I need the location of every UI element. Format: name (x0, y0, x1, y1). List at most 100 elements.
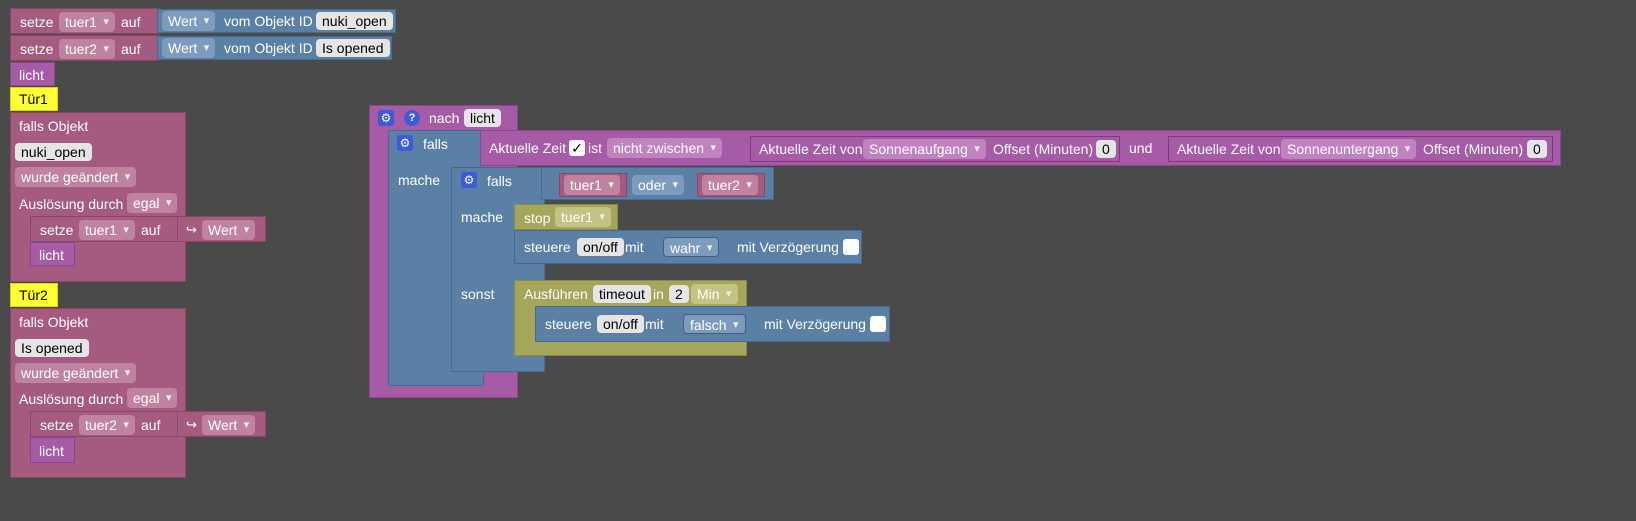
object-id-field[interactable]: on/off (577, 238, 624, 256)
set-tuer1-inner-block[interactable]: setze tuer1 auf (30, 216, 180, 242)
logic-operator-dropdown[interactable]: oder (632, 175, 685, 195)
boolean-value-dropdown[interactable]: wahr (663, 237, 720, 258)
offset-field[interactable]: 0 (1527, 140, 1547, 158)
astro-time-block-end[interactable]: Aktuelle Zeit von Sonnenuntergang Offset… (1168, 136, 1553, 162)
comment-text: Tür2 (19, 287, 48, 303)
return-arrow-icon: ↪ (186, 417, 197, 432)
time-unit-dropdown[interactable]: Min (691, 284, 738, 304)
delay-checkbox[interactable] (843, 239, 859, 255)
call-licht-block[interactable]: licht (30, 242, 75, 266)
variable-dropdown[interactable]: tuer1 (79, 220, 135, 240)
gear-icon[interactable]: ⚙ (378, 110, 394, 126)
setze-label: setze (20, 41, 54, 57)
stop-timeout-block[interactable]: stop tuer1 (514, 204, 618, 230)
trigger-source-dropdown[interactable]: egal (127, 193, 178, 213)
offset-label: Offset (Minuten) (1423, 141, 1524, 157)
attribute-dropdown[interactable]: Wert (162, 38, 216, 58)
aktuelle-zeit-label: Aktuelle Zeit (489, 140, 567, 156)
object-id-field[interactable]: nuki_open (316, 12, 393, 30)
object-id-field[interactable]: nuki_open (15, 143, 92, 161)
mit-verzoegerung-label: mit Verzögerung (764, 316, 866, 332)
value-dropdown[interactable]: Wert (202, 220, 256, 240)
astro-event-dropdown[interactable]: Sonnenaufgang (863, 139, 986, 159)
in-label: in (653, 286, 664, 302)
trigger-value-block[interactable]: ↪ Wert (177, 216, 266, 242)
licht-label: licht (19, 67, 44, 83)
falls-objekt-label: falls Objekt (19, 118, 89, 134)
timeout-variable-dropdown[interactable]: tuer1 (555, 207, 611, 227)
stop-label: stop (524, 210, 551, 226)
falls-label: falls (423, 136, 448, 152)
auf-label: auf (121, 14, 141, 30)
variable-dropdown[interactable]: tuer2 (59, 39, 115, 59)
trigger-source-dropdown[interactable]: egal (127, 388, 178, 408)
steuere-label: steuere (545, 316, 592, 332)
nach-label: nach (429, 110, 460, 126)
setze-label: setze (40, 222, 74, 238)
setze-label: setze (20, 14, 54, 30)
licht-label: licht (39, 247, 64, 263)
attribute-dropdown[interactable]: Wert (162, 11, 216, 31)
gear-icon[interactable]: ⚙ (461, 172, 477, 188)
compare-operator-dropdown[interactable]: nicht zwischen (607, 138, 723, 158)
check-icon[interactable]: ✓ (569, 140, 585, 156)
mit-label: mit (625, 239, 644, 255)
trigger-condition-dropdown[interactable]: wurde geändert (15, 167, 137, 187)
ausfuehren-label: Ausführen (524, 286, 588, 302)
set-tuer2-block[interactable]: setze tuer2 auf (10, 35, 160, 61)
trigger-block-tuer1[interactable]: falls Objekt nuki_open wurde geändert Au… (10, 112, 186, 282)
trigger-block-tuer2[interactable]: falls Objekt Is opened wurde geändert Au… (10, 308, 186, 478)
sonst-label: sonst (461, 286, 495, 302)
help-icon[interactable]: ? (404, 110, 420, 126)
control-state-block-false[interactable]: steuere on/off mit falsch mit Verzögerun… (535, 306, 890, 342)
comment-tuer2[interactable]: Tür2 (10, 283, 58, 307)
setze-label: setze (40, 417, 74, 433)
und-label: und (1129, 140, 1153, 156)
variable-dropdown[interactable]: tuer1 (59, 12, 115, 32)
set-tuer2-inner-block[interactable]: setze tuer2 auf (30, 411, 180, 437)
falls-label: falls (487, 173, 512, 189)
return-arrow-icon: ↪ (186, 222, 197, 237)
licht-label: licht (39, 443, 64, 459)
trigger-condition-dropdown[interactable]: wurde geändert (15, 363, 137, 383)
control-state-block-true[interactable]: steuere on/off mit wahr mit Verzögerung (514, 230, 862, 264)
tuer1-variable-block[interactable]: tuer1 (559, 173, 627, 197)
vom-objekt-id-label: vom Objekt ID (224, 13, 313, 29)
comment-text: Tür1 (19, 91, 48, 107)
tuer2-variable-block[interactable]: tuer2 (697, 173, 765, 197)
aktuelle-zeit-von-label: Aktuelle Zeit von (1177, 141, 1281, 157)
offset-label: Offset (Minuten) (993, 141, 1094, 157)
boolean-value-dropdown[interactable]: falsch (683, 314, 746, 335)
timeout-name-field[interactable]: timeout (593, 285, 651, 303)
set-tuer1-block[interactable]: setze tuer1 auf (10, 8, 160, 34)
falls-objekt-label: falls Objekt (19, 314, 89, 330)
variable-dropdown[interactable]: tuer2 (79, 415, 135, 435)
offset-field[interactable]: 0 (1096, 140, 1116, 158)
delay-checkbox[interactable] (870, 316, 886, 332)
if-else-block-inner[interactable]: ⚙ falls mache sonst (451, 167, 545, 372)
astro-event-dropdown[interactable]: Sonnenuntergang (1281, 139, 1417, 159)
ausloesung-durch-label: Auslösung durch (19, 391, 124, 407)
object-id-field[interactable]: Is opened (316, 39, 390, 57)
value-dropdown[interactable]: Wert (202, 415, 256, 435)
call-licht-block[interactable]: licht (10, 62, 55, 86)
trigger-value-block[interactable]: ↪ Wert (177, 411, 266, 437)
gear-icon[interactable]: ⚙ (397, 135, 413, 151)
auf-label: auf (121, 41, 141, 57)
ist-label: ist (588, 140, 602, 156)
comment-tuer1[interactable]: Tür1 (10, 87, 58, 111)
variable-dropdown[interactable]: tuer1 (564, 175, 620, 195)
mit-label: mit (645, 316, 664, 332)
object-id-field[interactable]: on/off (597, 315, 644, 333)
function-name-field[interactable]: licht (464, 109, 501, 127)
astro-time-block-start[interactable]: Aktuelle Zeit von Sonnenaufgang Offset (… (750, 136, 1120, 162)
auf-label: auf (141, 417, 161, 433)
timeout-delay-field[interactable]: 2 (669, 285, 689, 303)
variable-dropdown[interactable]: tuer2 (702, 175, 758, 195)
object-id-field[interactable]: Is opened (15, 339, 89, 357)
get-value-block[interactable]: Wert vom Objekt ID nuki_open (157, 9, 396, 33)
aktuelle-zeit-von-label: Aktuelle Zeit von (759, 141, 863, 157)
mache-label: mache (398, 172, 441, 188)
get-value-block[interactable]: Wert vom Objekt ID Is opened (157, 36, 392, 60)
call-licht-block[interactable]: licht (30, 437, 75, 463)
